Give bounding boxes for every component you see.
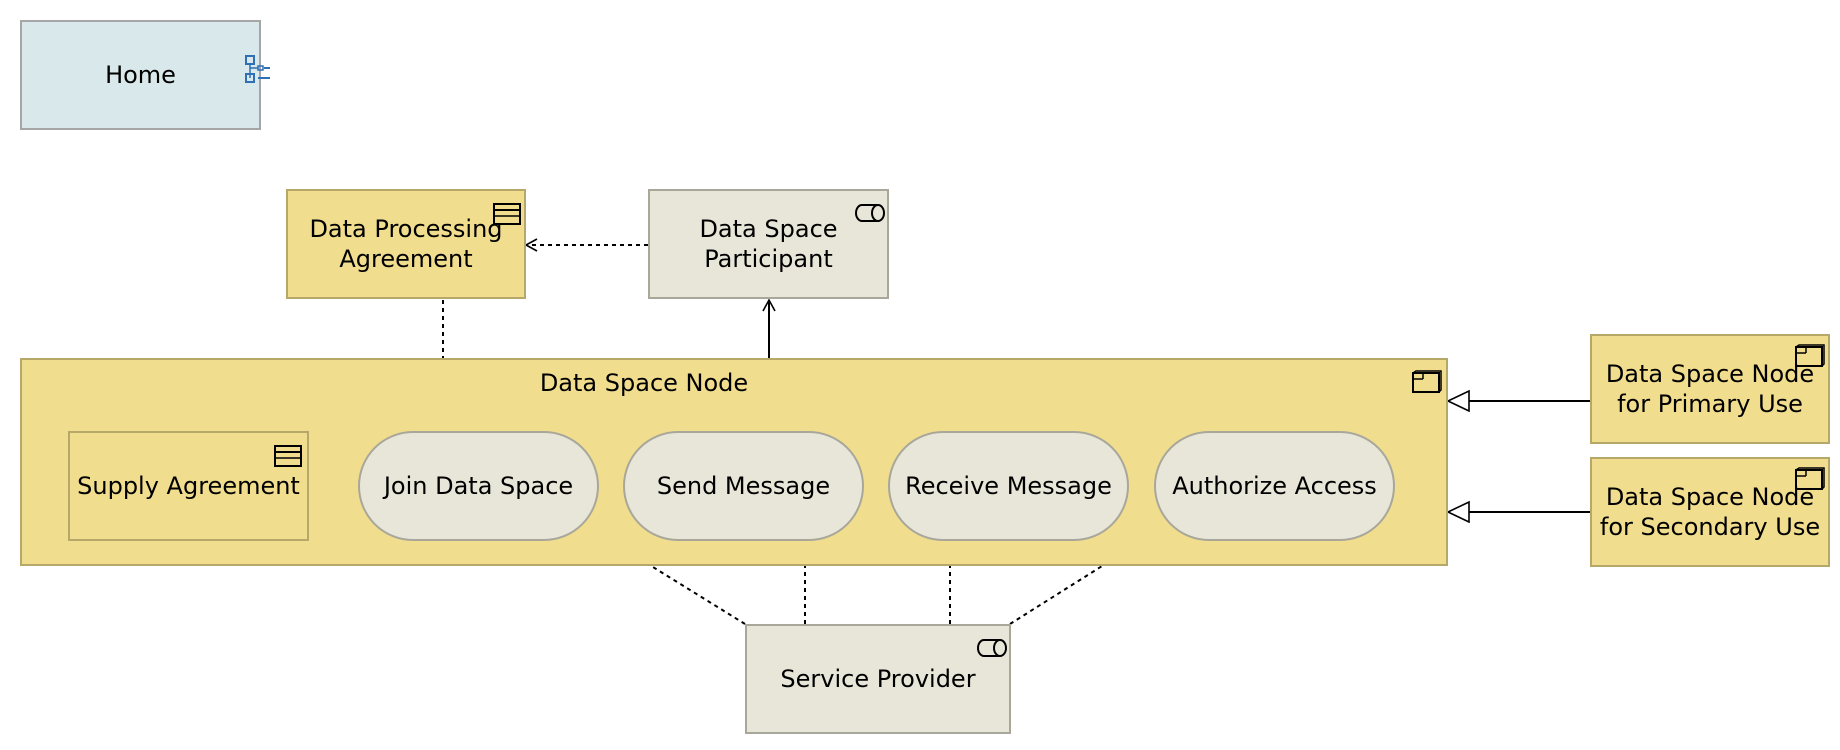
node-icon — [1795, 467, 1825, 490]
primary-use-node-label: Data Space Node for Primary Use — [1605, 360, 1815, 418]
primary-use-node[interactable]: Data Space Node for Primary Use — [1590, 334, 1830, 444]
supply-agreement-label: Supply Agreement — [77, 472, 300, 500]
view-icon — [245, 55, 270, 83]
secondary-use-node-label: Data Space Node for Secondary Use — [1599, 483, 1821, 541]
contract-icon — [274, 445, 302, 467]
data-processing-agreement-node[interactable]: Data Processing Agreement — [286, 189, 526, 299]
authorize-access-service[interactable]: Authorize Access — [1154, 431, 1395, 541]
data-space-participant-label: Data Space Participant — [699, 215, 838, 273]
role-icon — [977, 639, 1007, 657]
supply-agreement-node[interactable]: Supply Agreement — [68, 431, 309, 541]
node-icon — [1412, 370, 1442, 393]
receive-message-label: Receive Message — [905, 472, 1112, 500]
authorize-access-label: Authorize Access — [1172, 472, 1377, 500]
data-space-participant-node[interactable]: Data Space Participant — [648, 189, 889, 299]
service-provider-label: Service Provider — [780, 665, 976, 693]
send-message-service[interactable]: Send Message — [623, 431, 864, 541]
contract-icon — [493, 203, 521, 225]
node-icon — [1795, 344, 1825, 367]
join-data-space-label: Join Data Space — [383, 472, 574, 500]
service-provider-node[interactable]: Service Provider — [745, 624, 1011, 734]
join-data-space-service[interactable]: Join Data Space — [358, 431, 599, 541]
send-message-label: Send Message — [656, 472, 831, 500]
secondary-use-node[interactable]: Data Space Node for Secondary Use — [1590, 457, 1830, 567]
home-label: Home — [105, 61, 176, 89]
role-icon — [855, 204, 885, 222]
data-space-node-label: Data Space Node — [539, 369, 749, 397]
receive-message-service[interactable]: Receive Message — [888, 431, 1129, 541]
home-view-node[interactable]: Home — [20, 20, 270, 130]
data-processing-agreement-label: Data Processing Agreement — [309, 215, 503, 273]
